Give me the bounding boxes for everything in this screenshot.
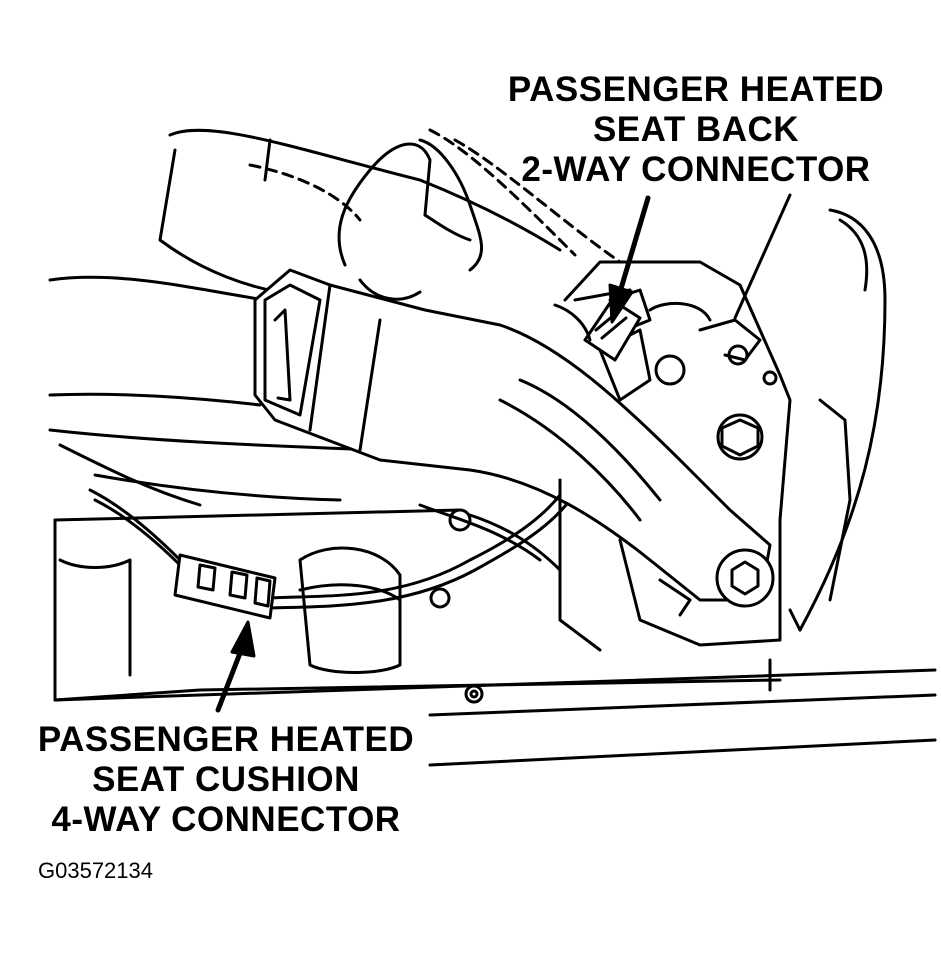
seat-back-label-line1: PASSENGER HEATED xyxy=(507,70,885,109)
seat-cushion-label-line1: PASSENGER HEATED xyxy=(37,720,415,759)
seat-back-label-line3: 2-WAY CONNECTOR xyxy=(521,150,871,189)
seat-cover-strap xyxy=(253,268,772,602)
leader-arrow-seat-back xyxy=(608,193,792,324)
seat-back-label-line2: SEAT BACK xyxy=(592,110,800,149)
seat-cushion-label-line3: 4-WAY CONNECTOR xyxy=(51,800,401,839)
leader-arrow-seat-cushion xyxy=(215,620,256,713)
side-trim-panel xyxy=(788,208,887,632)
seat-cushion-connector-label: PASSENGER HEATED SEAT CUSHION 4-WAY CONN… xyxy=(28,720,424,840)
seat-track xyxy=(53,658,937,767)
seat-cushion-label-line2: SEAT CUSHION xyxy=(92,760,360,799)
seat-back-connector-label: PASSENGER HEATED SEAT BACK 2-WAY CONNECT… xyxy=(500,70,892,190)
seat-cushion-4-way-connector xyxy=(88,488,568,620)
figure-id: G03572134 xyxy=(38,858,153,883)
hand xyxy=(337,138,484,301)
recliner-latch-plate xyxy=(563,260,792,647)
pivot-bolt xyxy=(658,548,775,617)
